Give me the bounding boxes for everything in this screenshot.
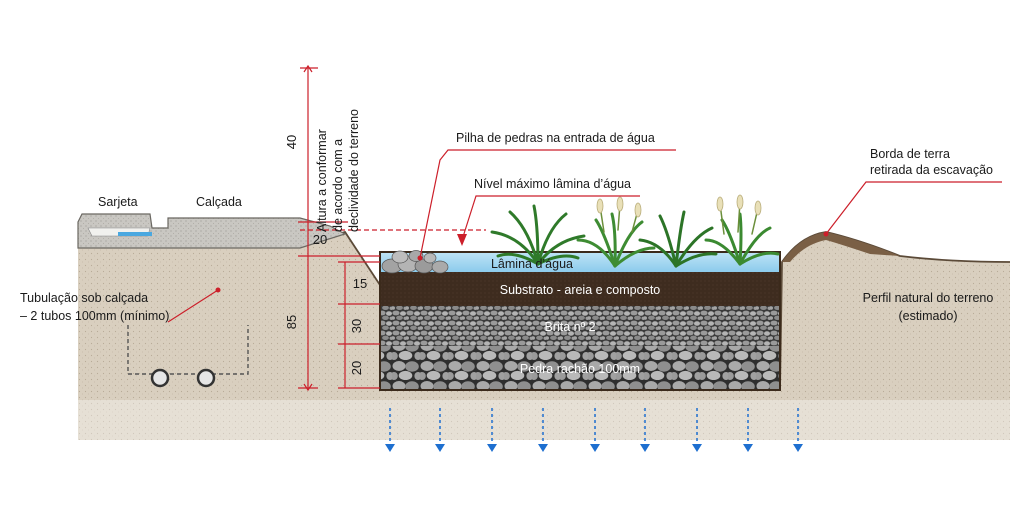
text-labels: Sarjeta Calçada Altura a conformar de ac… <box>20 109 993 376</box>
plants <box>490 194 780 268</box>
dim-40: 40 <box>284 135 299 149</box>
dim-30: 30 <box>349 319 364 333</box>
label-nivel: Nível máximo lâmina d’água <box>474 177 631 191</box>
label-brita: Brita nº 2 <box>544 320 595 334</box>
label-altura-2: de acordo com a <box>331 139 345 232</box>
label-substrato: Substrato - areia e composto <box>500 283 661 297</box>
label-tubulacao-1: Tubulação sob calçada <box>20 291 148 305</box>
label-altura-1: Altura a conformar <box>315 129 329 232</box>
label-pilha: Pilha de pedras na entrada de água <box>456 131 655 145</box>
pipes-under-sidewalk <box>127 325 249 388</box>
infiltration-arrow <box>487 408 497 452</box>
infiltration-arrow <box>385 408 395 452</box>
infiltration-arrow <box>793 408 803 452</box>
gutter-water <box>118 232 152 236</box>
infiltration-arrows <box>385 408 803 452</box>
label-perfil-1: Perfil natural do terreno <box>863 291 994 305</box>
pipe-1 <box>150 368 170 388</box>
label-perfil-2: (estimado) <box>898 309 957 323</box>
dim-85: 85 <box>284 315 299 329</box>
plant-1 <box>490 204 586 266</box>
plant-4 <box>704 212 780 266</box>
dim-20-bottom: 20 <box>349 361 364 375</box>
infiltration-arrow <box>590 408 600 452</box>
plant-3 <box>638 210 718 268</box>
layer-pedra <box>380 346 780 390</box>
plant-2 <box>576 212 656 268</box>
label-altura-3: declividade do terreno <box>347 109 361 232</box>
infiltration-arrow <box>435 408 445 452</box>
dimension-lines <box>298 64 486 392</box>
layer-brita <box>380 306 780 346</box>
infiltration-arrow <box>692 408 702 452</box>
label-pedra: Pedra rachão 100mm <box>520 362 640 376</box>
layer-substrato <box>380 272 780 306</box>
stone-pile <box>381 250 449 274</box>
label-calcada: Calçada <box>196 195 242 209</box>
leader-lines <box>167 149 1002 323</box>
excavation-berm <box>782 232 900 262</box>
pipe-2 <box>196 368 216 388</box>
label-borda-1: Borda de terra <box>870 147 950 161</box>
dim-15: 15 <box>353 276 367 291</box>
label-sarjeta: Sarjeta <box>98 195 138 209</box>
label-borda-2: retirada da escavação <box>870 163 993 177</box>
infiltration-arrow <box>538 408 548 452</box>
dimension-values: 40 20 85 15 30 20 <box>284 135 367 375</box>
sidewalk-curb <box>77 213 347 249</box>
label-tubulacao-2: – 2 tubos 100mm (mínimo) <box>20 309 169 323</box>
infiltration-arrow <box>743 408 753 452</box>
label-lamina: Lâmina d’água <box>491 257 573 271</box>
dim-20-top: 20 <box>313 232 327 247</box>
infiltration-arrow <box>640 408 650 452</box>
